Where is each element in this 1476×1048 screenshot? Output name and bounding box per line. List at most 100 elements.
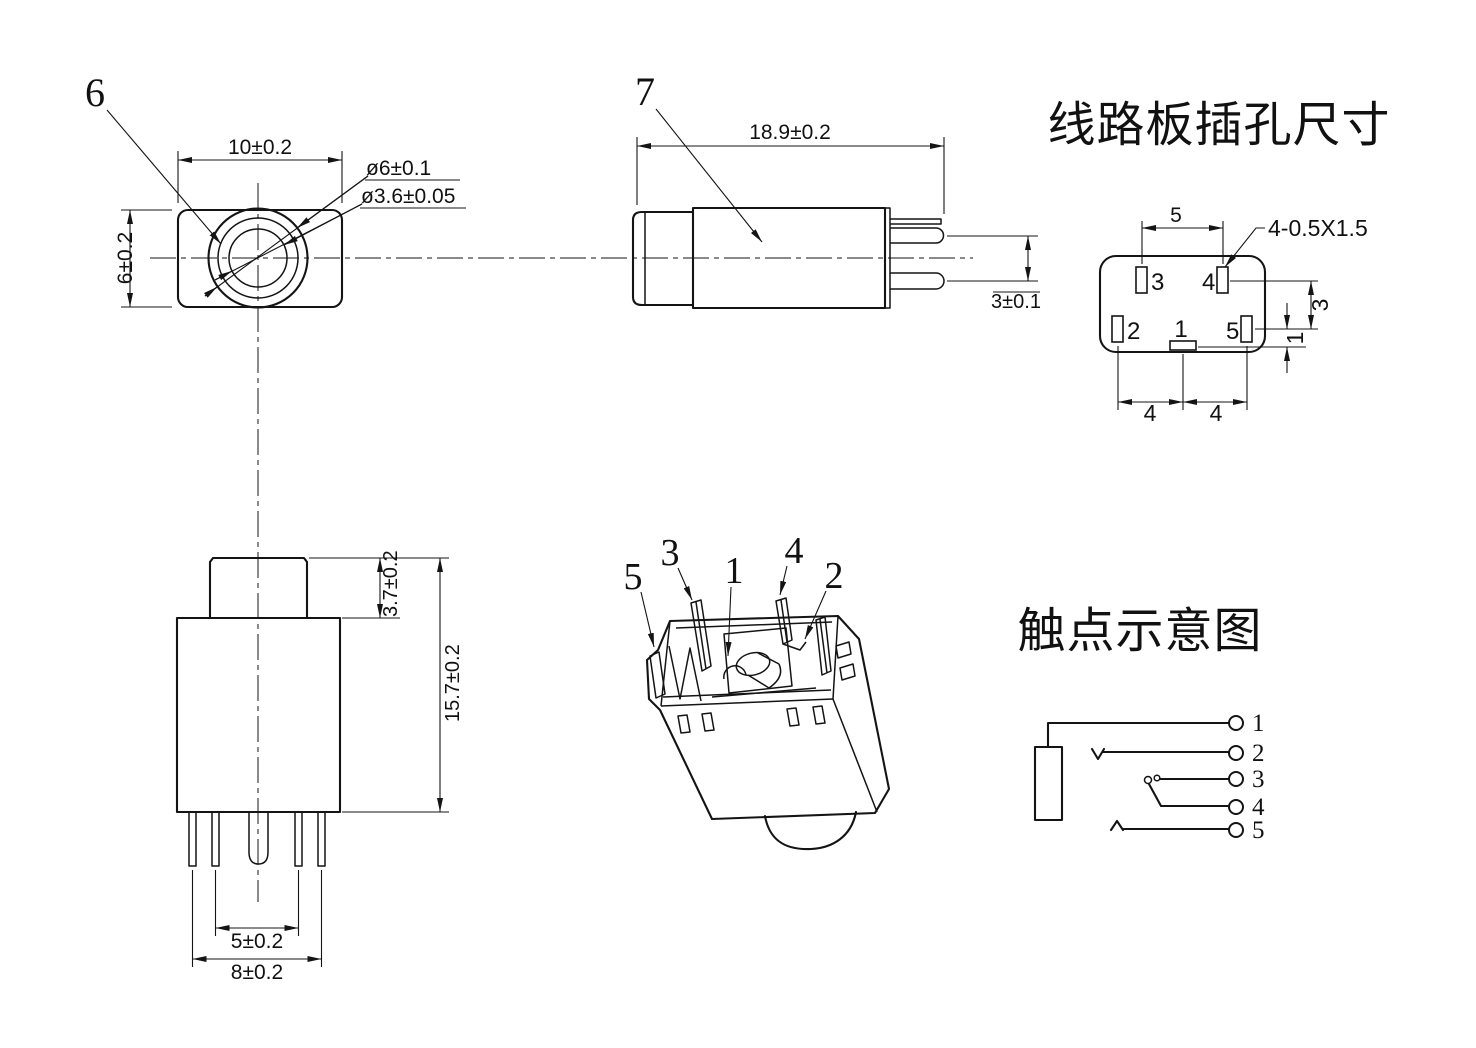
outer-pitch-extension-lines: [191, 870, 323, 967]
terminal-4-wire-lever: [1147, 782, 1231, 808]
dim-row-gap: 3: [1307, 299, 1333, 312]
terminal-2-label: 2: [1252, 740, 1265, 767]
dim-length: 18.9±0.2: [749, 121, 831, 144]
inner-pitch-extension-lines: [214, 870, 300, 936]
isometric-view: 5 3 1 4 2: [624, 530, 891, 851]
terminal-3-node: [1228, 771, 1244, 787]
pad-1-label: 1: [1174, 316, 1187, 343]
inner-dia-arrow-2: [214, 270, 233, 281]
dim-outer-pitch: 8±0.2: [231, 961, 283, 984]
outer-dia-arrow-1: [296, 175, 369, 229]
side-pin-lower: [890, 272, 945, 290]
front-body-outline: [175, 616, 342, 814]
terminal-1-node: [1228, 715, 1244, 731]
iso-terminal-1-contact-dome: [723, 665, 747, 680]
plunger-circle: [228, 228, 288, 288]
schematic-plug-body: [1033, 745, 1064, 822]
switch-pivot-contact: [1143, 775, 1153, 785]
slot-spec: 4-0.5X1.5: [1268, 215, 1368, 241]
iso-pin-1-label: 1: [725, 550, 744, 592]
iso-inner-wall-edges: [660, 615, 839, 707]
pad-1: [1169, 340, 1197, 351]
pad-4-label: 4: [1202, 269, 1215, 296]
dim-pad-offset: 1: [1282, 332, 1308, 345]
terminal-2-wire: [1090, 747, 1231, 761]
iso-terminal-2-blade: [815, 616, 832, 676]
pad-4: [1216, 266, 1229, 294]
terminal-4-label: 4: [1252, 794, 1265, 821]
slot-spec-leader: [1224, 227, 1265, 268]
inner-dia-arrow-1: [283, 203, 363, 246]
side-view: 18.9±0.2 3±0.1 7: [631, 69, 1041, 313]
terminal-1-label: 1: [1252, 710, 1265, 737]
iso-cylinder-body: [747, 652, 782, 689]
switch-throw-contact: [1153, 774, 1161, 782]
iso-pin-1-leader: [725, 586, 732, 657]
iso-front-right-edge: [832, 698, 878, 813]
terminal-1-wire: [1046, 721, 1231, 749]
iso-pin-2-leader: [804, 590, 827, 640]
pad-3-label: 3: [1151, 269, 1164, 296]
centerlines: [150, 183, 973, 902]
iso-pin-5-leader: [640, 591, 655, 648]
iso-contact-cylinder: [735, 651, 771, 677]
iso-right-wall-steps: [835, 641, 856, 681]
contact-title: 触点示意图: [1017, 605, 1262, 658]
callout-7-leader: [655, 108, 763, 243]
dim-pitch-top: 5: [1170, 204, 1182, 227]
length-extension-lines: [636, 137, 945, 214]
side-flat-terminal: [890, 218, 942, 225]
iso-button-knob: [763, 810, 858, 851]
front-view: 3.7±0.2 15.7±0.2 5±0.2 8±0.2: [175, 550, 464, 984]
iso-pin-5-label: 5: [624, 556, 643, 598]
contact-schematic: 触点示意图 1 2 3 4 5: [1017, 605, 1265, 844]
top-view: 10±0.2 6±0.2 ø6±0.1 ø3.6±0.05 6: [85, 70, 466, 309]
iso-terminal-3-blade: [690, 599, 712, 672]
dim-total-height: 15.7±0.2: [442, 644, 464, 722]
iso-center-platform: [723, 627, 793, 694]
side-back-plate: [884, 207, 891, 309]
iso-floor-edge: [711, 687, 817, 698]
outer-dia-arrow-2: [204, 286, 218, 298]
front-pin-2: [211, 812, 220, 867]
iso-pin-3-leader: [677, 567, 693, 601]
dim-cap-height: 3.7±0.2: [380, 550, 402, 617]
cap-height-extension-lines: [309, 557, 449, 619]
iso-pin-3-label: 3: [661, 532, 680, 574]
dim-height: 6±0.2: [114, 232, 137, 284]
iso-front-face-slots: [677, 705, 826, 734]
dim-width: 10±0.2: [228, 136, 292, 159]
pin-gap-extension-lines: [947, 235, 1038, 282]
pad-5: [1240, 315, 1253, 343]
side-cap-outline: [631, 210, 695, 307]
pcb-outline: [1098, 254, 1267, 354]
dim-inner-dia: ø3.6±0.05: [361, 185, 455, 208]
pcb-title: 线路板插孔尺寸: [1047, 99, 1390, 152]
pad-5-label: 5: [1226, 318, 1239, 345]
callout-6-leader: [106, 109, 222, 245]
iso-rim-front-edges: [660, 689, 834, 707]
terminal-3-label: 3: [1252, 766, 1265, 793]
iso-pin-2-label: 2: [825, 555, 844, 597]
bezel-outer-circle: [207, 207, 309, 309]
pad-2-label: 2: [1127, 318, 1140, 345]
front-center-pin: [248, 812, 269, 865]
callout-6: 6: [85, 70, 105, 115]
pcb-footprint-view: 线路板插孔尺寸 3 4 2 5 1 5 4-0.5X1.5 3 1 4 4: [1047, 99, 1390, 426]
terminal-4-node: [1228, 799, 1244, 815]
side-pin-upper: [890, 227, 945, 244]
dim-outer-dia: ø6±0.1: [366, 157, 431, 180]
dim-bottom-right: 4: [1210, 400, 1223, 426]
bottom-extension-lines: [1117, 346, 1248, 410]
terminal-5-label: 5: [1252, 817, 1265, 844]
pad-3: [1135, 266, 1148, 294]
callout-7: 7: [635, 69, 655, 114]
front-pin-4: [294, 812, 303, 867]
dim-pin-gap: 3±0.1: [991, 291, 1041, 313]
terminal-5-node: [1228, 822, 1244, 838]
button-circle: [217, 217, 299, 299]
dim-inner-pitch: 5±0.2: [231, 930, 283, 953]
terminal-2-node: [1228, 745, 1244, 761]
